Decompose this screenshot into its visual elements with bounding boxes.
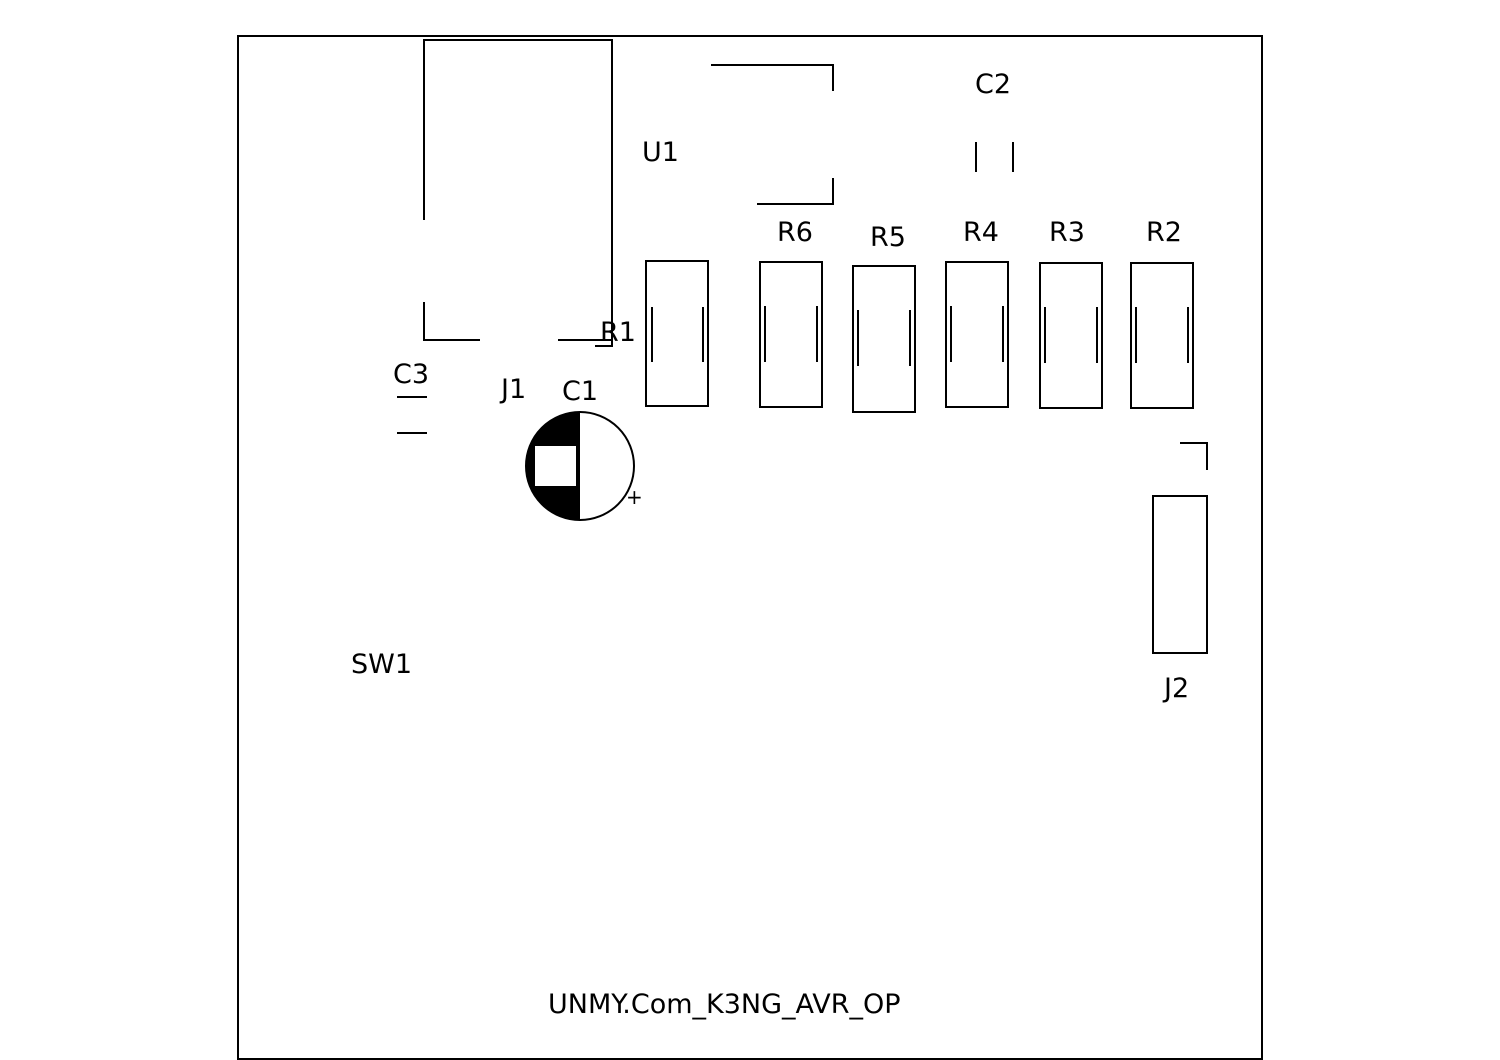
c1-polarity-mark: + <box>626 485 643 509</box>
c3-outline <box>397 396 427 434</box>
u1-outline <box>711 64 834 205</box>
r4-label: R4 <box>963 217 999 248</box>
r6-label: R6 <box>777 217 813 248</box>
u1-label: U1 <box>642 137 679 168</box>
r3-outline <box>1039 262 1103 409</box>
r5-label: R5 <box>870 222 906 253</box>
r2-outline <box>1130 262 1194 409</box>
r2-label: R2 <box>1146 217 1182 248</box>
c2-outline <box>975 142 1014 172</box>
c2-label: C2 <box>975 69 1011 100</box>
board-title: UNMY.Com_K3NG_AVR_OP <box>548 989 901 1020</box>
r1-label: R1 <box>600 317 636 348</box>
j2-outline <box>1152 442 1208 654</box>
r5-outline <box>852 265 916 413</box>
board-outline <box>237 35 1263 1060</box>
r6-outline <box>759 261 823 408</box>
r1-outline <box>645 260 709 407</box>
c3-label: C3 <box>393 359 429 390</box>
r3-label: R3 <box>1049 217 1085 248</box>
j1-outline <box>423 39 613 347</box>
c1-label: C1 <box>562 376 598 407</box>
j2-label: J2 <box>1162 673 1189 704</box>
r4-outline <box>945 261 1009 408</box>
sw1-label: SW1 <box>351 649 412 680</box>
j1-label: J1 <box>499 374 526 405</box>
c1-outline <box>525 411 635 521</box>
